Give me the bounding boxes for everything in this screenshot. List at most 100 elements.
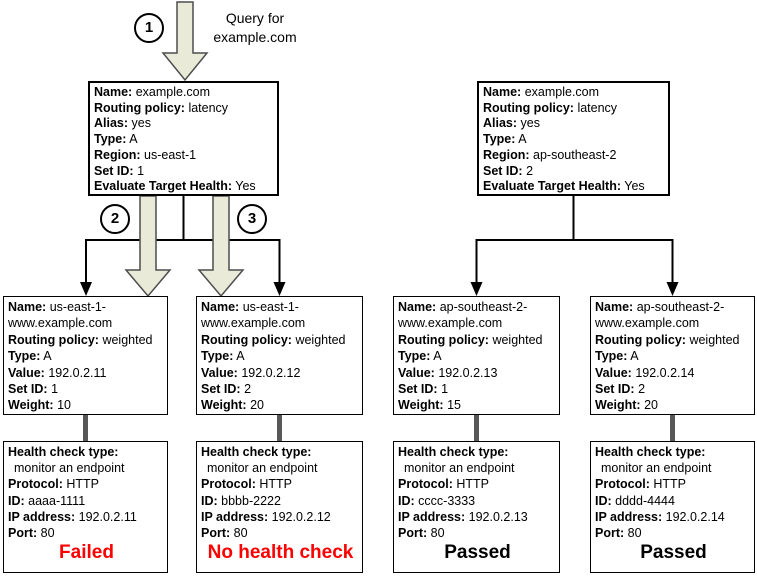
record-field: Alias: yes <box>483 116 666 132</box>
field-value: Yes <box>235 179 256 194</box>
record-field: Region: ap-southeast-2 <box>483 148 666 164</box>
field-value: weighted <box>689 332 740 347</box>
field-label: Evaluate Target Health: <box>94 179 233 194</box>
field-value: HTTP <box>456 477 489 492</box>
field-value: 80 <box>40 526 55 541</box>
arrowhead-icon <box>470 282 483 296</box>
record-field: Evaluate Target Health: Yes <box>483 179 666 194</box>
record-field: Set ID: 1 <box>8 381 165 397</box>
field-label: Name: <box>398 300 437 314</box>
record-field: Type: A <box>398 348 557 364</box>
record-field: Routing policy: weighted <box>398 332 557 348</box>
field-value: A <box>236 349 245 364</box>
field-value: ap-southeast-2-www.example.com <box>595 300 725 331</box>
field-value: HTTP <box>259 477 292 492</box>
field-value: ap-southeast-2-www.example.com <box>398 300 528 331</box>
field-label: ID: <box>595 493 612 508</box>
field-value: yes <box>520 116 540 131</box>
record-field: Value: 192.0.2.13 <box>398 365 557 381</box>
field-value: A <box>630 349 639 364</box>
field-value: 192.0.2.13 <box>468 509 528 524</box>
field-value: monitor an endpoint <box>14 461 125 476</box>
record-field: Type: A <box>595 348 752 364</box>
record-field: monitor an endpoint <box>8 460 165 476</box>
field-label: Health check type: <box>398 445 509 459</box>
record-field: Type: A <box>201 348 360 364</box>
record-field: Set ID: 2 <box>483 164 666 180</box>
field-label: Type: <box>94 132 127 147</box>
health-connector-3 <box>474 415 479 442</box>
record-field: Routing policy: weighted <box>201 332 360 348</box>
field-value: A <box>518 132 527 147</box>
field-label: Protocol: <box>201 477 256 492</box>
field-value: A <box>129 132 138 147</box>
field-value: aaaa-1111 <box>28 493 86 508</box>
record-field: monitor an endpoint <box>595 460 752 476</box>
field-value: 20 <box>644 398 658 413</box>
field-value: monitor an endpoint <box>601 461 712 476</box>
record-field: Routing policy: latency <box>483 101 666 117</box>
record-field: Region: us-east-1 <box>94 148 275 164</box>
field-value: monitor an endpoint <box>207 461 318 476</box>
record-field: Evaluate Target Health: Yes <box>94 179 275 194</box>
field-label: Name: <box>595 300 634 314</box>
field-value: example.com <box>524 85 600 99</box>
field-label: Alias: <box>94 116 129 131</box>
field-value: 80 <box>430 526 445 541</box>
field-label: ID: <box>8 493 25 508</box>
field-value: example.com <box>135 85 211 99</box>
field-value: 192.0.2.12 <box>241 365 301 380</box>
health-check-4-box: Health check type: monitor an endpoint P… <box>590 441 755 573</box>
record-field: Health check type: <box>201 444 360 460</box>
record-field: ID: dddd-4444 <box>595 493 752 509</box>
health-connector-2 <box>277 415 282 442</box>
record-field: Alias: yes <box>94 116 275 132</box>
field-label: Name: <box>201 300 240 314</box>
field-value: 192.0.2.12 <box>271 509 331 524</box>
field-label: Region: <box>483 147 530 162</box>
field-value: HTTP <box>66 477 99 492</box>
record-field: Port: 80 <box>201 525 360 541</box>
field-label: ID: <box>201 493 218 508</box>
field-value: 2 <box>244 382 252 397</box>
field-value: 15 <box>447 398 461 413</box>
record-field: Health check type: <box>595 444 752 460</box>
field-value: yes <box>131 116 151 131</box>
record-field: Weight: 20 <box>595 397 752 413</box>
record-field: Routing policy: latency <box>94 101 275 117</box>
step-3-arrow-icon <box>197 195 245 298</box>
record-field: Type: A <box>8 348 165 364</box>
field-label: Port: <box>201 526 231 541</box>
field-value: A <box>433 349 442 364</box>
field-label: Set ID: <box>483 163 523 178</box>
latency-tree-connector-right <box>470 196 679 296</box>
field-label: Name: <box>8 300 47 314</box>
field-label: IP address: <box>8 509 76 524</box>
field-value: 2 <box>638 382 646 397</box>
field-label: Type: <box>398 349 431 364</box>
health-status: Failed <box>59 542 114 564</box>
field-label: Value: <box>398 365 435 380</box>
field-label: Port: <box>398 526 428 541</box>
record-field: Set ID: 1 <box>398 381 557 397</box>
record-field: Protocol: HTTP <box>398 476 557 492</box>
field-label: ID: <box>398 493 415 508</box>
latency-record-ap-southeast-2-box: Name: example.com Routing policy: latenc… <box>477 81 670 196</box>
field-label: Protocol: <box>8 477 63 492</box>
field-label: Protocol: <box>595 477 650 492</box>
field-value: ap-southeast-2 <box>533 147 617 162</box>
field-label: Health check type: <box>8 445 119 459</box>
record-field: Routing policy: weighted <box>8 332 165 348</box>
field-value: 20 <box>250 398 264 413</box>
field-label: IP address: <box>595 509 663 524</box>
record-field: Name: ap-southeast-2-www.example.com <box>595 299 752 332</box>
field-label: Routing policy: <box>398 332 489 347</box>
field-value: weighted <box>492 332 543 347</box>
record-field: Health check type: <box>8 444 165 460</box>
field-label: Evaluate Target Health: <box>483 179 622 194</box>
field-value: Yes <box>624 179 645 194</box>
health-status: Passed <box>444 542 511 564</box>
query-arrow-icon <box>161 1 209 82</box>
record-field: Set ID: 1 <box>94 164 275 180</box>
